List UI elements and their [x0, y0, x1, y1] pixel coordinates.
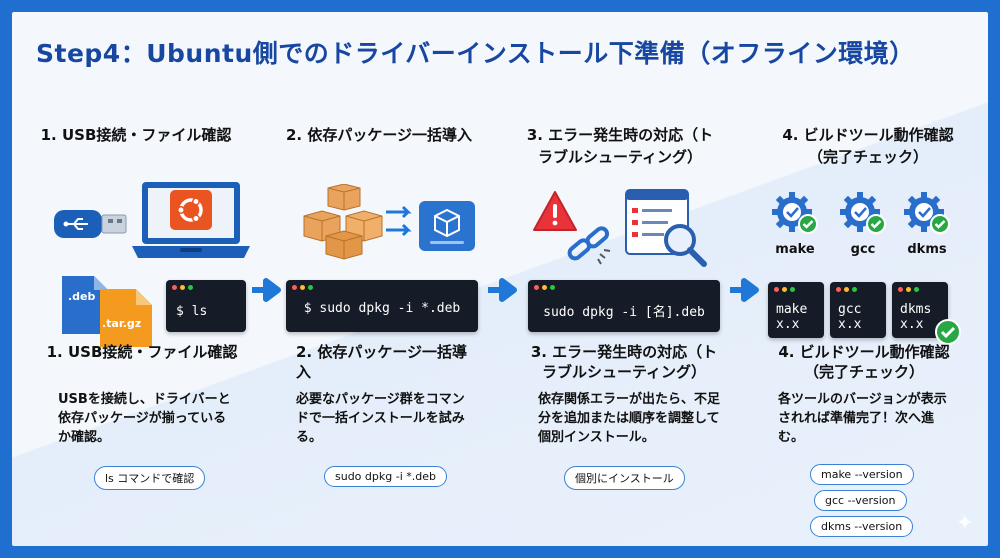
terminal-dkms-name: dkms: [900, 302, 932, 317]
gear-check-icon: [840, 192, 886, 234]
step-2-pill: sudo dpkg -i *.deb: [324, 466, 447, 487]
step-1-illustration: [36, 176, 250, 284]
check-icon: [935, 319, 961, 345]
step-4-title: 4. ビルドツール動作確認（完了チェック）: [782, 126, 954, 166]
tool-gcc: gcc: [838, 190, 888, 257]
step-1-pill: ls コマンドで確認: [94, 466, 206, 490]
sparkle-icon: ✦: [955, 511, 974, 536]
terminal-1-command: $ ls: [176, 304, 208, 319]
tool-make-label: make: [775, 242, 815, 257]
gear-check-icon: [904, 192, 950, 234]
page-title: Step4：Ubuntu側でのドライバーインストール下準備（オフライン環境）: [36, 39, 915, 68]
step-1-title: 1. USB接続・ファイル確認: [40, 126, 232, 144]
gear-check-icon: [772, 192, 818, 234]
terminal-gcc: gcc x.x: [830, 282, 886, 338]
boxes-icon: [303, 184, 383, 260]
terminal-gcc-name: gcc: [838, 302, 862, 317]
step-3-title: 3. エラー発生時の対応（トラブルシューティング）: [526, 126, 714, 166]
tool-dkms-label: dkms: [907, 242, 947, 257]
terminal-make-name: make: [776, 302, 808, 317]
step-2-description: 必要なパッケージ群をコマンドで一括インストールを試みる。: [296, 392, 465, 445]
terminal-2-command: $ sudo dpkg -i *.deb: [303, 301, 461, 316]
document-search-icon: [625, 189, 707, 267]
tool-gcc-label: gcc: [850, 242, 876, 257]
step-2: 2. 依存パッケージ一括導入: [278, 124, 478, 332]
step-3-pill: 個別にインストール: [564, 466, 685, 490]
terminal-2: $ sudo dpkg -i *.deb: [286, 280, 478, 332]
tool-dkms: dkms: [902, 190, 952, 257]
terminal-dkms-version: x.x: [900, 317, 924, 332]
terminal-1: $ ls: [166, 280, 246, 332]
terminal-make-version: x.x: [776, 317, 800, 332]
terminal-3-command: sudo dpkg -i [名].deb: [543, 305, 705, 320]
step-4-description: 各ツールのバージョンが表示されれば準備完了！次へ進む。: [778, 392, 947, 445]
step-1: 1. USB接続・ファイル確認: [36, 124, 250, 347]
slide-frame: Step4：Ubuntu側でのドライバーインストール下準備（オフライン環境） 1…: [12, 12, 988, 546]
step-3: 3. エラー発生時の対応（トラブルシューティング） sudo dpkg -i […: [520, 124, 720, 332]
step-4: 4. ビルドツール動作確認（完了チェック） make: [768, 124, 968, 345]
step-4-pill-dkms: dkms --version: [810, 516, 914, 537]
ubuntu-logo: [170, 190, 212, 230]
step-1-subtitle: 1. USB接続・ファイル確認: [46, 343, 238, 361]
warning-icon: [533, 191, 577, 231]
usb-drive-icon: [54, 210, 127, 238]
package-icon: [419, 201, 475, 251]
step-4-subtitle: 4. ビルドツール動作確認（完了チェック）: [778, 343, 950, 381]
arrow-right-icon: [488, 278, 517, 302]
step-2-subtitle: 2. 依存パッケージ一括導入: [296, 343, 468, 381]
step-4-pill-make: make --version: [810, 464, 914, 485]
step-3-description: 依存関係エラーが出たら、不足分を追加または順序を調整して個別インストール。: [538, 392, 721, 445]
step-3-subtitle: 3. エラー発生時の対応（トラブルシューティング）: [530, 343, 718, 381]
broken-link-icon: [567, 226, 611, 265]
arrow-right-icon: [386, 205, 412, 237]
deb-file-icon: [62, 276, 108, 334]
tar-gz-file-icon: [100, 289, 152, 347]
tar-gz-file-label: .tar.gz: [102, 317, 142, 330]
arrow-right-icon: [730, 278, 759, 302]
terminal-make: make x.x: [768, 282, 824, 338]
step-1-description: USBを接続し、ドライバーと依存パッケージが揃っているか確認。: [58, 392, 231, 445]
terminal-gcc-version: x.x: [838, 317, 862, 332]
step-2-title: 2. 依存パッケージ一括導入: [286, 126, 473, 144]
arrow-right-icon: [252, 278, 281, 302]
deb-file-label: .deb: [68, 290, 96, 303]
terminal-3: sudo dpkg -i [名].deb: [528, 280, 720, 332]
step-4-pill-gcc: gcc --version: [814, 490, 907, 511]
tool-make: make: [770, 190, 820, 257]
